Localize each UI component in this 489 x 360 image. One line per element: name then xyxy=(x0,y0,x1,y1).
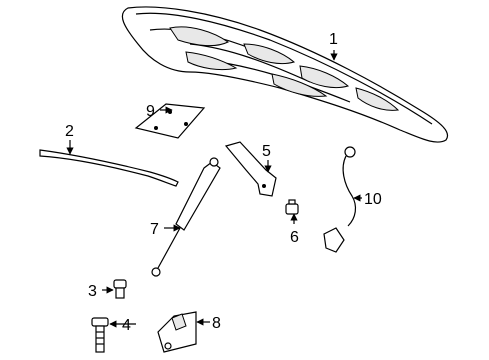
support-strut xyxy=(151,157,221,277)
callout-6: 6 xyxy=(290,229,299,246)
hinge-bracket xyxy=(224,141,277,197)
hood-panel xyxy=(121,6,449,143)
bolt-long xyxy=(91,317,109,353)
callout-5: 5 xyxy=(262,143,271,160)
callout-10: 10 xyxy=(364,191,382,208)
callout-2: 2 xyxy=(65,123,74,140)
bolt-small xyxy=(113,279,127,299)
callout-4: 4 xyxy=(122,317,131,334)
callout-9: 9 xyxy=(146,103,155,120)
callout-7: 7 xyxy=(150,221,159,238)
weatherstrip xyxy=(39,149,179,187)
callout-3: 3 xyxy=(88,283,97,300)
hood-latch xyxy=(157,311,197,353)
leader-lines xyxy=(66,50,362,328)
callout-8: 8 xyxy=(212,315,221,332)
callout-1: 1 xyxy=(329,31,338,48)
bumper-stop xyxy=(285,199,299,215)
release-cable xyxy=(323,146,357,253)
